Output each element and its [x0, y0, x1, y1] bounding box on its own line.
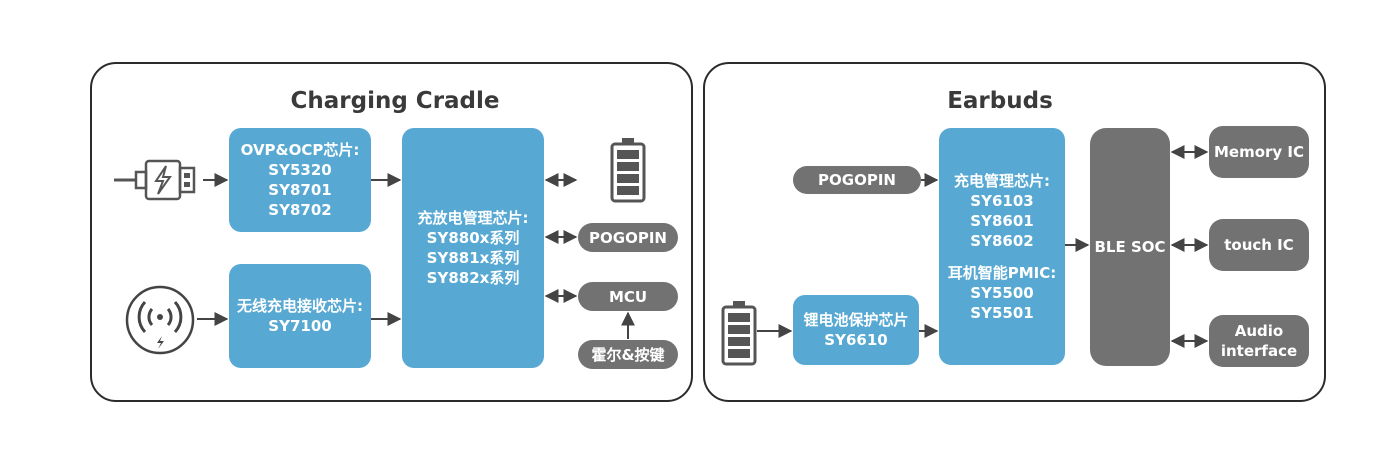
wireless-box-title: 无线充电接收芯片: [237, 297, 363, 315]
cradle-pogopin-box: POGOPIN [578, 223, 678, 252]
ovp-box-part: SY8701 [268, 181, 332, 199]
wireless-charger-icon [125, 285, 195, 355]
ovp-box-part: SY5320 [268, 161, 332, 179]
charge-box-series: SY880x系列 [426, 229, 520, 247]
charging-cradle-title: Charging Cradle [290, 88, 500, 114]
ovp-box-title: OVP&OCP芯片: [240, 141, 360, 159]
audio-label-line: interface [1220, 342, 1298, 360]
battery-icon [610, 138, 646, 203]
pmic-title: 耳机智能PMIC: [947, 263, 1057, 282]
charge-box-series: SY881x系列 [426, 249, 520, 267]
earbuds-title: Earbuds [947, 88, 1053, 114]
protect-box-title: 锂电池保护芯片 [803, 311, 909, 329]
battery-icon [721, 301, 757, 366]
ble-soc-box: BLE SOC [1090, 128, 1170, 366]
memory-ic-box: Memory IC [1209, 126, 1309, 178]
battery-protection-chip-box: 锂电池保护芯片 SY6610 [793, 295, 919, 365]
charge-discharge-chip-box: 充放电管理芯片: SY880x系列 SY881x系列 SY882x系列 [402, 128, 544, 368]
charge-pmic-chip-box: 充电管理芯片: SY6103 SY8601 SY8602 耳机智能PMIC: S… [939, 128, 1065, 365]
hall-button-box: 霍尔&按键 [578, 340, 678, 369]
pmic-charge-title: 充电管理芯片: [954, 171, 1050, 190]
charge-box-title: 充放电管理芯片: [417, 209, 529, 227]
earbuds-pogopin-box: POGOPIN [793, 166, 921, 194]
pmic-part: SY5500 [970, 283, 1034, 302]
wireless-receiver-chip-box: 无线充电接收芯片: SY7100 [229, 264, 371, 368]
ovp-ocp-chip-box: OVP&OCP芯片: SY5320 SY8701 SY8702 [229, 128, 371, 232]
pmic-part: SY5501 [970, 303, 1034, 322]
audio-interface-box: Audio interface [1209, 315, 1309, 367]
pmic-charge-part: SY8602 [970, 231, 1034, 250]
audio-label-line: Audio [1234, 322, 1284, 340]
ovp-box-part: SY8702 [268, 201, 332, 219]
protect-box-part: SY6610 [824, 331, 888, 349]
charge-box-series: SY882x系列 [426, 269, 520, 287]
pmic-charge-part: SY8601 [970, 211, 1034, 230]
pmic-charge-part: SY6103 [970, 191, 1034, 210]
usb-plug-icon [114, 159, 196, 201]
touch-ic-box: touch IC [1209, 219, 1309, 271]
mcu-box: MCU [578, 282, 678, 311]
wireless-box-part: SY7100 [268, 317, 332, 335]
